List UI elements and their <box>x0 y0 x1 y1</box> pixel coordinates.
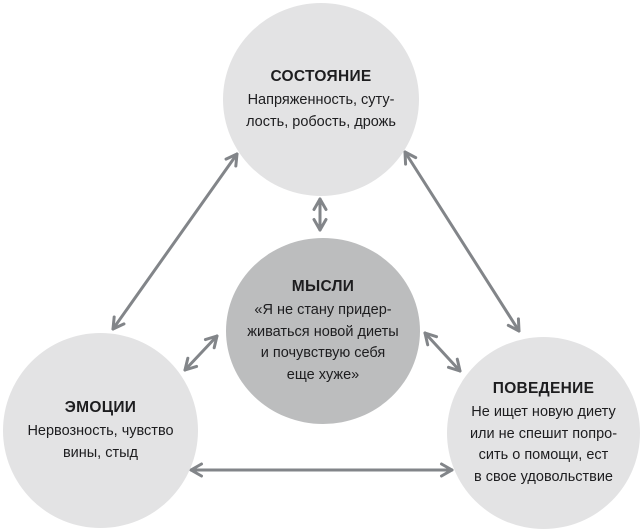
node-thoughts-text-line: и почувствую себя <box>260 345 386 361</box>
node-behavior-text-line: сить о помощи, ест <box>478 447 609 463</box>
node-emotions-text-line: Нервозность, чувство <box>27 423 174 439</box>
node-state-text-line: Напряженность, суту- <box>247 92 395 108</box>
arrow-thoughts-emotions <box>183 334 219 372</box>
arrow-state-emotions <box>111 152 239 331</box>
node-emotions: ЭМОЦИИ Нервозность, чувство вины, стыд <box>3 333 198 528</box>
node-behavior-text-line: Не ищет новую диету <box>471 404 616 420</box>
node-thoughts-text-line: живаться новой диеты <box>247 323 399 340</box>
node-thoughts: МЫСЛИ «Я не стану придер- живаться новой… <box>226 238 420 424</box>
node-state-title: СОСТОЯНИЕ <box>270 68 372 85</box>
node-emotions-text-line: вины, стыд <box>62 444 139 461</box>
node-behavior-text-line: в свое удовольствие <box>473 468 614 485</box>
node-thoughts-title: МЫСЛИ <box>291 278 355 295</box>
node-thoughts-text-line: еще хуже» <box>286 366 360 383</box>
node-state-text-line: лость, робость, дрожь <box>246 113 396 130</box>
node-state: СОСТОЯНИЕ Напряженность, суту- лость, ро… <box>223 3 419 196</box>
node-emotions-title: ЭМОЦИИ <box>64 399 137 416</box>
node-behavior: ПОВЕДЕНИЕ Не ищет новую диету или не спе… <box>447 337 640 529</box>
arrow-state-behavior <box>403 150 521 333</box>
node-thoughts-text-line: «Я не стану придер- <box>254 302 392 318</box>
node-behavior-text-line: или не спешит попро- <box>469 425 618 442</box>
node-behavior-title: ПОВЕДЕНИЕ <box>492 380 595 397</box>
arrow-thoughts-behavior <box>423 331 462 373</box>
